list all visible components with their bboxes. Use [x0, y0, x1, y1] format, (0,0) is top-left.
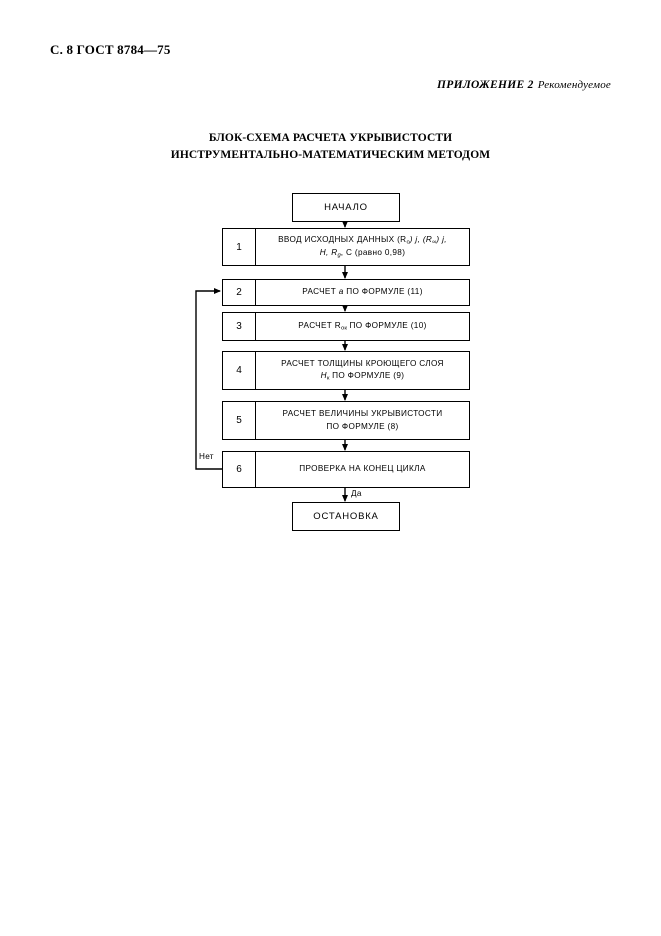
- branch-label-yes: Да: [351, 489, 362, 498]
- diagram-title-line-2: ИНСТРУМЕНТАЛЬНО-МАТЕМАТИЧЕСКИМ МЕТОДОМ: [170, 148, 491, 161]
- flow-block-3: 3 РАСЧЕТ Rок ПО ФОРМУЛЕ (10): [222, 312, 470, 341]
- flow-block-1-line-1: ВВОД ИСХОДНЫХ ДАННЫХ (Rо) j, (R∞) j,: [278, 234, 447, 246]
- flow-block-6-text: ПРОВЕРКА НА КОНЕЦ ЦИКЛА: [256, 452, 469, 487]
- flow-block-3-line-1: РАСЧЕТ Rок ПО ФОРМУЛЕ (10): [298, 320, 427, 332]
- flow-block-4-number: 4: [223, 352, 256, 389]
- flow-end-box: ОСТАНОВКА: [292, 502, 400, 531]
- flow-block-2: 2 РАСЧЕТ a ПО ФОРМУЛЕ (11): [222, 279, 470, 306]
- diagram-title: БЛОК-СХЕМА РАСЧЕТА УКРЫВИСТОСТИ ИНСТРУМЕ…: [0, 130, 661, 163]
- appendix-subtitle: Рекомендуемое: [537, 79, 611, 91]
- branch-label-no: Нет: [199, 452, 214, 461]
- flow-end-label: ОСТАНОВКА: [313, 511, 379, 522]
- flow-block-6: 6 ПРОВЕРКА НА КОНЕЦ ЦИКЛА: [222, 451, 470, 488]
- flow-block-5-text: РАСЧЕТ ВЕЛИЧИНЫ УКРЫВИСТОСТИ ПО ФОРМУЛЕ …: [256, 402, 469, 439]
- appendix-title: ПРИЛОЖЕНИЕ 2: [437, 79, 534, 91]
- flow-block-1-number: 1: [223, 229, 256, 265]
- flow-block-5-line-2: ПО ФОРМУЛЕ (8): [326, 421, 399, 431]
- flow-block-1-line-2: H, Rg, C (равно 0,98): [319, 248, 406, 259]
- flow-start-box: НАЧАЛО: [292, 193, 400, 222]
- flow-block-5: 5 РАСЧЕТ ВЕЛИЧИНЫ УКРЫВИСТОСТИ ПО ФОРМУЛ…: [222, 401, 470, 440]
- flow-block-3-number: 3: [223, 313, 256, 340]
- flow-block-6-line-1: ПРОВЕРКА НА КОНЕЦ ЦИКЛА: [299, 464, 426, 474]
- flow-block-5-number: 5: [223, 402, 256, 439]
- page-header-mark: С. 8 ГОСТ 8784—75: [50, 42, 171, 57]
- flow-block-4-line-2: Hк ПО ФОРМУЛЕ (9): [320, 370, 405, 382]
- flow-block-5-line-1: РАСЧЕТ ВЕЛИЧИНЫ УКРЫВИСТОСТИ: [282, 409, 443, 419]
- flow-block-6-number: 6: [223, 452, 256, 487]
- flow-block-2-number: 2: [223, 280, 256, 305]
- diagram-title-line-1: БЛОК-СХЕМА РАСЧЕТА УКРЫВИСТОСТИ: [208, 132, 453, 144]
- flow-block-2-line-1: РАСЧЕТ a ПО ФОРМУЛЕ (11): [302, 287, 423, 297]
- flow-block-2-text: РАСЧЕТ a ПО ФОРМУЛЕ (11): [256, 280, 469, 305]
- flow-block-1: 1 ВВОД ИСХОДНЫХ ДАННЫХ (Rо) j, (R∞) j, H…: [222, 228, 470, 266]
- flow-start-label: НАЧАЛО: [324, 202, 368, 213]
- flow-block-1-text: ВВОД ИСХОДНЫХ ДАННЫХ (Rо) j, (R∞) j, H, …: [256, 229, 469, 265]
- flow-block-3-text: РАСЧЕТ Rок ПО ФОРМУЛЕ (10): [256, 313, 469, 340]
- flow-block-4-text: РАСЧЕТ ТОЛЩИНЫ КРОЮЩЕГО СЛОЯ Hк ПО ФОРМУ…: [256, 352, 469, 389]
- flow-block-4: 4 РАСЧЕТ ТОЛЩИНЫ КРОЮЩЕГО СЛОЯ Hк ПО ФОР…: [222, 351, 470, 390]
- appendix-note: ПРИЛОЖЕНИЕ 2 Рекомендуемое: [437, 73, 611, 95]
- flow-block-4-line-1: РАСЧЕТ ТОЛЩИНЫ КРОЮЩЕГО СЛОЯ: [281, 358, 444, 368]
